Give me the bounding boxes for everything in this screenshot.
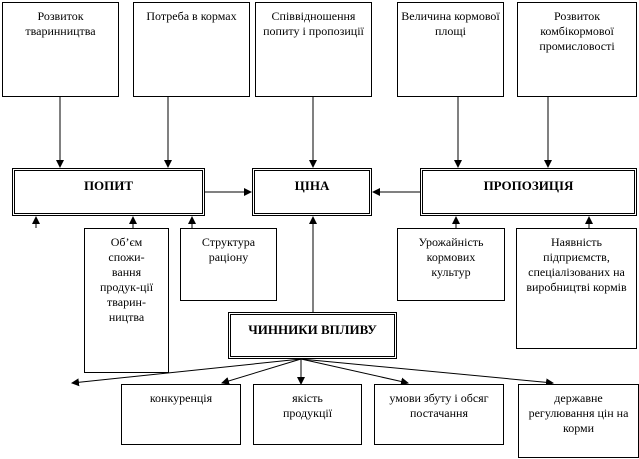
factor-supply-demand-ratio: Співвідношення попиту і пропозиції [255, 2, 372, 97]
influence-factors-box: ЧИННИКИ ВПЛИВУ [228, 312, 397, 359]
factor-product-quality: якість продукції [253, 384, 362, 445]
demand-box: ПОПИТ [12, 168, 205, 216]
factor-competition: конкуренція [121, 384, 241, 445]
factor-livestock-development: Розвиток тваринництва [2, 2, 119, 97]
supply-box: ПРОПОЗИЦІЯ [420, 168, 637, 216]
factor-feed-industry: Розвиток комбікормової промисловості [517, 2, 637, 97]
factor-ration-structure: Структура раціону [180, 228, 277, 301]
arrow [221, 358, 302, 385]
factor-feed-area: Величина кормової площі [397, 2, 504, 97]
arrow [300, 358, 409, 386]
factor-feed-need: Потреба в кормах [133, 2, 250, 97]
arrow [300, 358, 554, 387]
arrow [71, 358, 302, 387]
factor-sales-conditions: умови збуту і обсяг постачання [374, 384, 504, 445]
price-box: ЦІНА [252, 168, 372, 216]
factor-consumption-volume: Об’єм спожи-вання продук-ції тварин-ницт… [84, 228, 169, 373]
factor-feed-enterprises: Наявність підприємств, спеціалізованих н… [516, 228, 637, 349]
factor-state-regulation: державне регулювання цін на корми [518, 384, 639, 458]
factor-crop-yield: Урожайність кормових культур [397, 228, 505, 301]
